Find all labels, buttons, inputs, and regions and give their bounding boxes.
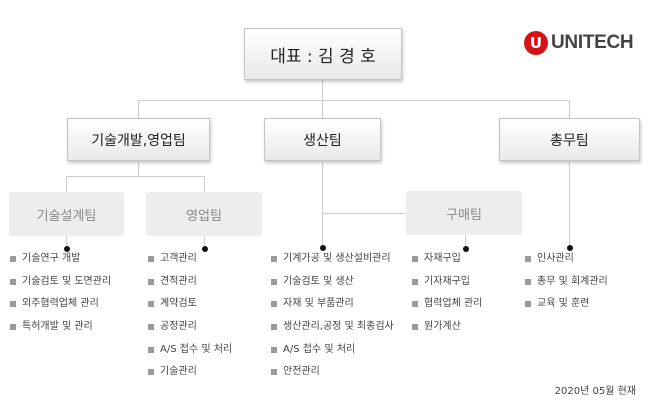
bullet-square-icon	[10, 301, 16, 308]
bullet-square-icon	[525, 278, 531, 285]
duty-item: 기술검토 및 생산	[271, 271, 394, 294]
duty-item: 계약검토	[148, 293, 232, 316]
subteam-box-tech-design: 기술설계팀	[9, 192, 124, 236]
duty-label: 원가계산	[424, 321, 461, 333]
duty-item: 기술연구 개발	[10, 248, 111, 271]
team-box-production: 생산팀	[264, 118, 381, 161]
team-box-general: 총무팀	[499, 118, 640, 161]
bullet-square-icon	[10, 256, 16, 262]
duty-item: 자재구입	[412, 248, 482, 271]
duty-label: 계약검토	[160, 298, 197, 310]
bullet-square-icon	[10, 278, 16, 285]
team-box-tech-sales: 기술개발,영업팀	[67, 118, 210, 161]
duty-label: 외주협력업체 관리	[22, 298, 99, 310]
connector-dot-production	[319, 245, 326, 251]
duty-item: 기술관리	[148, 361, 232, 384]
subteam-box-sales: 영업팀	[146, 192, 262, 236]
duty-item: 기계가공 및 생산설비관리	[271, 248, 394, 271]
duty-label: 공정관리	[160, 321, 197, 333]
duty-list-purchasing: 자재구입 기자재구입 협력업체 관리 원가계산	[412, 248, 482, 339]
duty-label: 기자재구입	[424, 275, 470, 287]
duty-item: 외주협력업체 관리	[10, 293, 111, 316]
duty-label: 인사관리	[537, 253, 574, 264]
duty-item: 특허개발 및 관리	[10, 316, 111, 339]
duty-label: 생산관리,공정 및 최종검사	[283, 321, 394, 333]
duty-item: 총무 및 회계관리	[525, 271, 608, 294]
duty-item: A/S 접수 및 처리	[148, 339, 232, 362]
duty-list-production: 기계가공 및 생산설비관리 기술검토 및 생산 자재 및 부품관리 생산관리,공…	[271, 248, 394, 384]
duty-label: 기술검토 및 도면관리	[22, 275, 112, 287]
duty-label: 협력업체 관리	[424, 298, 483, 310]
bullet-square-icon	[412, 324, 418, 331]
duty-label: 교육 및 훈련	[537, 298, 590, 310]
duty-item: 견적관리	[148, 271, 232, 294]
duty-item: 기술검토 및 도면관리	[10, 271, 111, 294]
connector-dot-purchasing	[462, 246, 469, 252]
bullet-square-icon	[148, 301, 154, 308]
bullet-square-icon	[271, 346, 277, 353]
duty-label: 기술검토 및 생산	[283, 275, 354, 287]
duty-item: 원가계산	[412, 316, 482, 339]
duty-item: A/S 접수 및 처리	[271, 339, 394, 362]
duty-item: 인사관리	[525, 248, 608, 271]
duty-item: 생산관리,공정 및 최종검사	[271, 316, 394, 339]
duty-item: 기자재구입	[412, 271, 482, 294]
logo-text: UNITECH	[551, 32, 634, 53]
logo-mark-icon: U	[524, 31, 548, 55]
duty-label: 자재 및 부품관리	[283, 298, 354, 310]
duty-label: A/S 접수 및 처리	[283, 343, 356, 355]
bullet-square-icon	[271, 256, 277, 262]
duty-item: 교육 및 훈련	[525, 293, 608, 316]
duty-label: 견적관리	[160, 275, 197, 287]
subteam-box-purchasing: 구매팀	[406, 191, 522, 235]
bullet-square-icon	[412, 278, 418, 285]
ceo-box: 대표 : 김 경 호	[244, 28, 402, 80]
duty-label: 기술관리	[160, 366, 197, 378]
as-of-date: 2020년 05월 현재	[554, 386, 636, 397]
connector-dot-tech-design	[63, 246, 70, 252]
bullet-square-icon	[148, 278, 154, 285]
duty-item: 안전관리	[271, 361, 394, 384]
bullet-square-icon	[10, 324, 16, 331]
duty-item: 공정관리	[148, 316, 232, 339]
bullet-square-icon	[271, 324, 277, 331]
bullet-square-icon	[271, 301, 277, 308]
bullet-square-icon	[148, 369, 154, 376]
bullet-square-icon	[148, 256, 154, 262]
bullet-square-icon	[525, 301, 531, 308]
bullet-square-icon	[271, 369, 277, 376]
duty-label: 자재구입	[424, 253, 461, 264]
duty-list-general: 인사관리 총무 및 회계관리 교육 및 훈련	[525, 248, 608, 316]
bullet-square-icon	[525, 256, 531, 262]
bullet-square-icon	[148, 324, 154, 331]
duty-item: 고객관리	[148, 248, 232, 271]
bullet-square-icon	[271, 278, 277, 285]
duty-label: 안전관리	[283, 366, 320, 378]
duty-list-tech-design: 기술연구 개발 기술검토 및 도면관리 외주협력업체 관리 특허개발 및 관리	[10, 248, 111, 339]
bullet-square-icon	[412, 301, 418, 308]
duty-item: 협력업체 관리	[412, 293, 482, 316]
duty-label: 특허개발 및 관리	[22, 321, 93, 333]
connector-dot-sales	[201, 246, 208, 252]
company-logo: U UNITECH	[524, 31, 634, 55]
duty-label: A/S 접수 및 처리	[160, 343, 233, 355]
duty-label: 총무 및 회계관리	[537, 275, 608, 287]
bullet-square-icon	[412, 256, 418, 262]
duty-item: 자재 및 부품관리	[271, 293, 394, 316]
bullet-square-icon	[148, 346, 154, 353]
duty-label: 고객관리	[160, 253, 197, 264]
duty-label: 기계가공 및 생산설비관리	[283, 253, 391, 264]
duty-label: 기술연구 개발	[22, 253, 81, 264]
duty-list-sales: 고객관리 견적관리 계약검토 공정관리 A/S 접수 및 처리 기술관리	[148, 248, 232, 384]
connector-dot-general	[566, 245, 573, 251]
